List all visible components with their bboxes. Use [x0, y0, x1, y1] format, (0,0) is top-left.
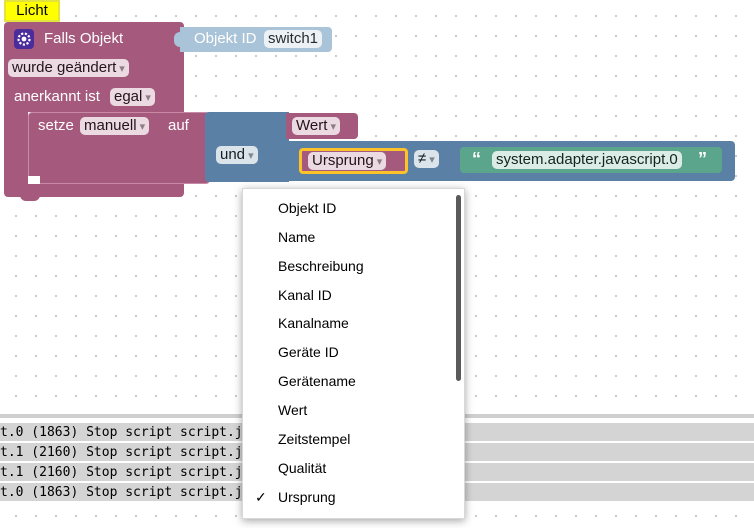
- object-id-block[interactable]: Objekt ID switch1: [180, 27, 332, 52]
- menu-item-beschreibung[interactable]: Beschreibung: [278, 258, 364, 274]
- trigger-label: Falls Objekt: [44, 30, 124, 47]
- object-id-label: Objekt ID: [194, 30, 257, 47]
- menu-item-wert[interactable]: Wert: [278, 402, 308, 418]
- ack-dropdown[interactable]: egal: [110, 88, 155, 106]
- object-id-field[interactable]: switch1: [264, 30, 323, 48]
- menu-item-kanal-id[interactable]: Kanal ID: [278, 287, 332, 303]
- changed-dropdown[interactable]: wurde geändert: [8, 59, 129, 77]
- menu-item-geraete-id[interactable]: Geräte ID: [278, 344, 339, 360]
- checkmark-icon: ✓: [255, 489, 267, 505]
- logic-operator-dropdown[interactable]: und: [216, 146, 258, 164]
- property-dropdown-menu[interactable]: Objekt ID Name Beschreibung Kanal ID Kan…: [242, 188, 465, 519]
- to-label: auf: [168, 117, 189, 134]
- menu-item-objekt-id[interactable]: Objekt ID: [278, 200, 337, 216]
- quote-open-icon: “: [472, 149, 481, 169]
- origin-property-dropdown[interactable]: Ursprung: [308, 152, 387, 170]
- menu-item-name[interactable]: Name: [278, 229, 316, 245]
- menu-scrollbar[interactable]: [456, 195, 461, 381]
- value-property-dropdown[interactable]: Wert: [292, 117, 340, 135]
- value-block[interactable]: Wert: [286, 113, 358, 139]
- menu-item-geraetename[interactable]: Gerätename: [278, 373, 356, 389]
- compare-operator-dropdown[interactable]: ≠: [414, 150, 439, 168]
- ack-label: anerkannt ist: [14, 88, 100, 105]
- block-title[interactable]: Licht: [4, 0, 60, 22]
- menu-item-qualitaet[interactable]: Qualität: [278, 460, 327, 476]
- gear-icon: [14, 29, 34, 49]
- string-block[interactable]: “ system.adapter.javascript.0 ”: [460, 147, 722, 173]
- menu-item-ursprung[interactable]: ✓ Ursprung: [243, 483, 458, 512]
- variable-dropdown[interactable]: manuell: [80, 117, 150, 135]
- set-label: setze: [38, 117, 74, 134]
- quote-close-icon: ”: [698, 149, 707, 169]
- menu-item-zeitstempel[interactable]: Zeitstempel: [278, 431, 351, 447]
- origin-block[interactable]: Ursprung: [299, 148, 408, 174]
- menu-item-kanalname[interactable]: Kanalname: [278, 315, 349, 331]
- string-value-field[interactable]: system.adapter.javascript.0: [492, 151, 682, 169]
